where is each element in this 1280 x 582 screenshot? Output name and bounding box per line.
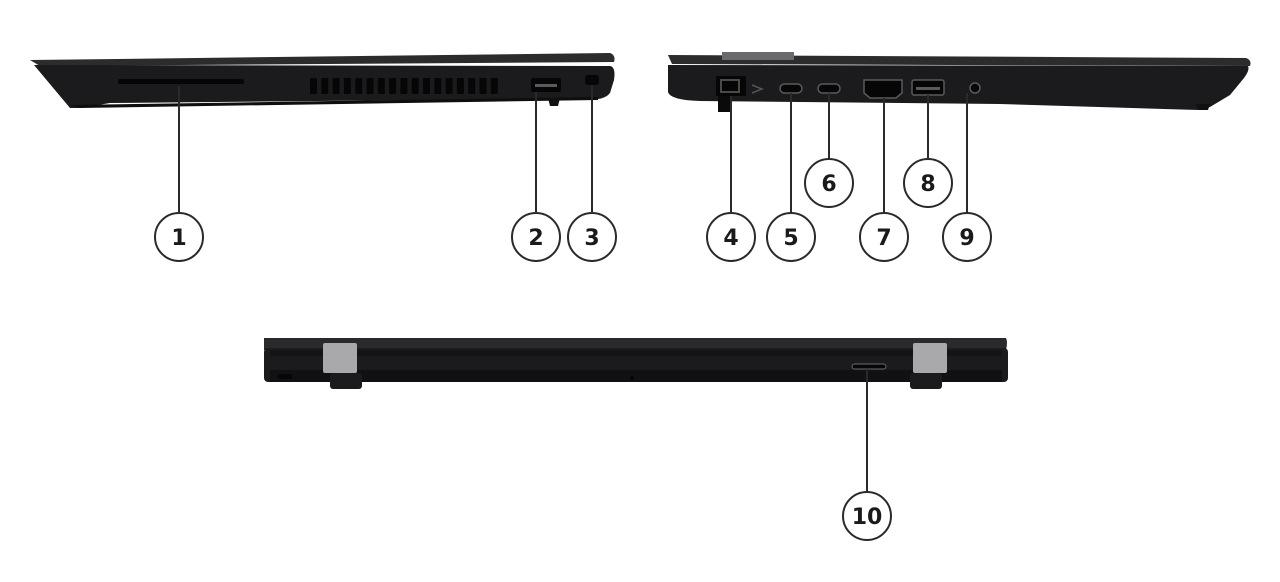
callout-number-6: 6 <box>821 172 836 197</box>
hdmi-port <box>863 79 903 99</box>
vent-slat <box>411 78 419 94</box>
usb-a-port-left-tongue <box>535 84 557 87</box>
nano-sim-card-tray <box>851 363 887 370</box>
callout-5: 5 <box>766 212 816 262</box>
security-lock-slot <box>585 75 599 85</box>
vent-slat <box>377 78 385 94</box>
callout-2: 2 <box>511 212 561 262</box>
callout-number-2: 2 <box>528 226 543 251</box>
ethernet-icon <box>751 84 765 94</box>
ethernet-port-inner <box>720 79 740 93</box>
callout-8: 8 <box>903 158 953 208</box>
vent-slat <box>445 78 453 94</box>
rear-port-detail <box>278 374 292 379</box>
right-side-hinge-highlight <box>722 52 794 60</box>
vent-slat <box>343 78 351 94</box>
vent-slat <box>468 78 476 94</box>
callout-6: 6 <box>804 158 854 208</box>
callout-7: 7 <box>859 212 909 262</box>
left-side-foot <box>548 98 560 106</box>
left-side-bottom-edge <box>70 97 598 108</box>
right-hinge-foot <box>910 373 942 389</box>
callout-9: 9 <box>942 212 992 262</box>
audio-jack <box>969 82 981 94</box>
right-hinge <box>913 343 947 373</box>
left-side-lid <box>30 53 615 66</box>
left-hinge-foot <box>330 373 362 389</box>
rear-lid-edge <box>270 350 1002 356</box>
vent-slat <box>355 78 363 94</box>
vent-slat <box>479 78 487 94</box>
ethernet-flap <box>718 96 732 112</box>
usb-a-port-right-tongue <box>916 87 940 90</box>
vent-slat <box>456 78 464 94</box>
rear-view <box>264 338 1008 389</box>
callout-number-8: 8 <box>920 172 935 197</box>
vent-slat <box>490 78 498 94</box>
callout-number-5: 5 <box>783 226 798 251</box>
callout-number-9: 9 <box>959 226 974 251</box>
callout-10: 10 <box>842 491 892 541</box>
vent-slat <box>366 78 374 94</box>
vent-slat <box>389 78 397 94</box>
vent-slat <box>434 78 442 94</box>
callout-number-4: 4 <box>723 226 738 251</box>
left-side-view <box>30 53 615 108</box>
usb-c-port-1 <box>779 83 803 94</box>
right-side-body <box>668 65 1249 110</box>
callout-3: 3 <box>567 212 617 262</box>
callout-number-10: 10 <box>852 505 883 530</box>
callout-1: 1 <box>154 212 204 262</box>
vent-slat <box>332 78 340 94</box>
right-side-lid <box>668 55 1251 66</box>
vent-slat <box>321 78 329 94</box>
vent-slat <box>400 78 408 94</box>
callout-number-7: 7 <box>876 226 891 251</box>
leader-lines <box>178 85 968 492</box>
rear-screw <box>630 376 634 380</box>
callout-number-1: 1 <box>171 226 186 251</box>
left-hinge <box>323 343 357 373</box>
smart-card-slot <box>118 79 244 84</box>
vent-slat <box>423 78 430 94</box>
vent-slat <box>310 78 317 94</box>
right-side-view <box>668 52 1251 112</box>
rear-lid <box>264 338 1007 350</box>
rear-base <box>270 370 1002 382</box>
callout-4: 4 <box>706 212 756 262</box>
right-side-foot <box>1196 104 1210 110</box>
usb-c-port-2 <box>817 83 841 94</box>
air-vents <box>310 78 498 94</box>
callout-number-3: 3 <box>584 226 599 251</box>
